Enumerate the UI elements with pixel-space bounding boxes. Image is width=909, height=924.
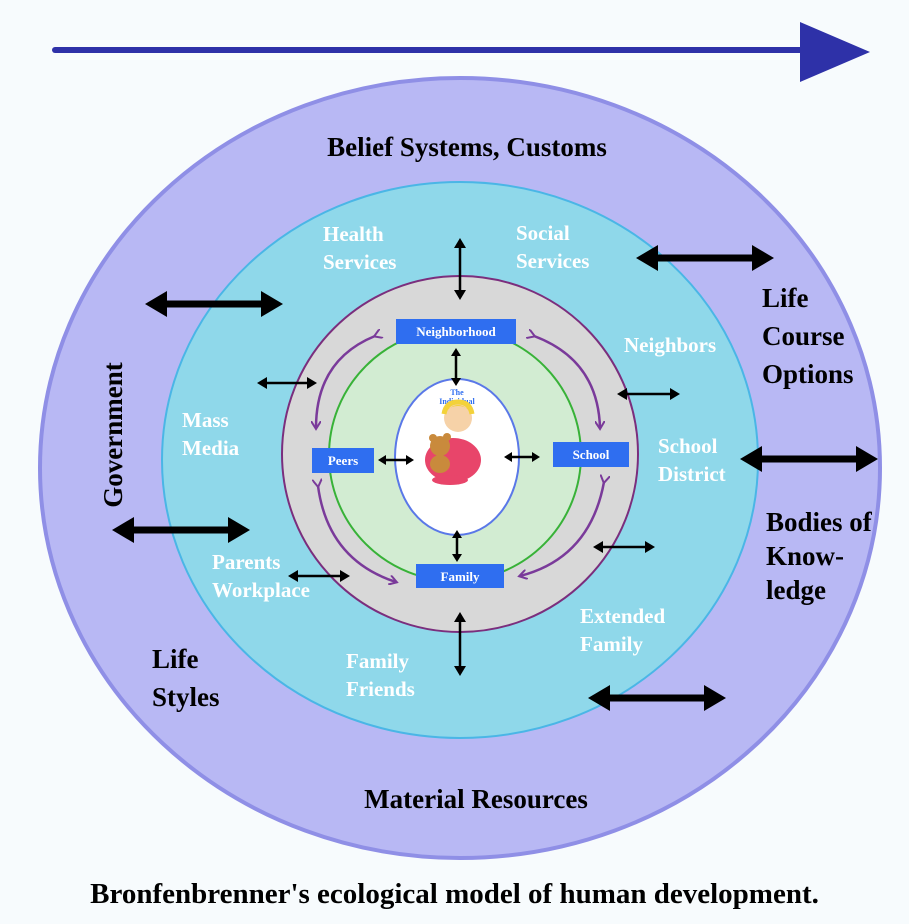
svg-text:Extended: Extended <box>580 604 666 628</box>
svg-text:District: District <box>658 462 726 486</box>
arrow-family-individual <box>452 530 462 562</box>
neighbors-label: Neighbors <box>624 333 716 357</box>
svg-text:ledge: ledge <box>766 575 826 605</box>
svg-text:Styles: Styles <box>152 682 220 712</box>
arrow-mass-media <box>257 377 317 389</box>
diagram-caption: Bronfenbrenner's ecological model of hum… <box>90 878 819 910</box>
svg-text:School: School <box>573 447 610 462</box>
arrow-family-friends <box>454 612 466 676</box>
arrow-neighborhood-individual <box>451 348 461 386</box>
arrow-lower-right <box>588 685 726 711</box>
arrow-parents-workplace <box>288 570 350 582</box>
arrow-peers-individual <box>378 455 414 465</box>
svg-text:Life: Life <box>152 644 199 674</box>
government-label: Government <box>98 362 128 507</box>
arrow-school-individual <box>504 452 540 462</box>
svg-text:Family: Family <box>580 632 643 656</box>
school-district-label: School District <box>658 434 726 486</box>
life-course-options-label: Life Course Options <box>762 283 854 389</box>
arrow-government-upper <box>145 291 283 317</box>
svg-text:Social: Social <box>516 221 570 245</box>
svg-text:Peers: Peers <box>328 453 358 468</box>
svg-text:Know-: Know- <box>766 541 844 571</box>
bodies-of-knowledge-label: Bodies of Know- ledge <box>766 507 873 605</box>
social-services-label: Social Services <box>516 221 589 273</box>
arrow-government-lower <box>112 517 250 543</box>
mesosystem-arrows <box>316 336 604 582</box>
curved-arrow-neighborhood-peers <box>316 336 375 428</box>
curved-arrow-peers-family <box>318 486 396 582</box>
material-resources-label: Material Resources <box>364 784 588 814</box>
mass-media-label: Mass Media <box>182 408 240 460</box>
svg-text:Parents: Parents <box>212 550 280 574</box>
svg-text:Friends: Friends <box>346 677 415 701</box>
family-friends-label: Family Friends <box>346 649 415 701</box>
extended-family-label: Extended Family <box>580 604 666 656</box>
family-box: Family <box>416 564 504 588</box>
svg-text:Services: Services <box>516 249 589 273</box>
svg-text:Bodies of: Bodies of <box>766 507 873 537</box>
peers-box: Peers <box>312 448 374 473</box>
svg-text:School: School <box>658 434 718 458</box>
svg-text:Mass: Mass <box>182 408 229 432</box>
time-arrow <box>52 22 870 82</box>
svg-text:Health: Health <box>323 222 384 246</box>
svg-text:The: The <box>450 388 464 397</box>
neighborhood-box: Neighborhood <box>396 319 516 344</box>
parents-workplace-label: Parents Workplace <box>212 550 310 602</box>
belief-systems-label: Belief Systems, Customs <box>327 132 607 162</box>
arrow-life-course <box>636 245 774 271</box>
svg-text:Life: Life <box>762 283 809 313</box>
arrow-health-social <box>454 238 466 300</box>
svg-text:Family: Family <box>441 569 480 584</box>
arrow-neighbors <box>617 388 680 400</box>
interaction-arrows <box>112 238 878 711</box>
health-services-label: Health Services <box>323 222 396 274</box>
life-styles-label: Life Styles <box>152 644 220 712</box>
svg-text:Media: Media <box>182 436 240 460</box>
svg-text:Workplace: Workplace <box>212 578 310 602</box>
svg-text:Family: Family <box>346 649 409 673</box>
curved-arrow-neighborhood-school <box>534 336 600 428</box>
arrow-bodies-knowledge <box>740 446 878 472</box>
svg-text:Options: Options <box>762 359 854 389</box>
child-figure-icon <box>425 399 481 485</box>
school-box: School <box>553 442 629 467</box>
svg-text:Course: Course <box>762 321 845 351</box>
svg-text:Services: Services <box>323 250 396 274</box>
arrow-extended-family <box>593 541 655 553</box>
svg-text:Neighborhood: Neighborhood <box>416 324 496 339</box>
curved-arrow-school-family <box>520 482 604 576</box>
